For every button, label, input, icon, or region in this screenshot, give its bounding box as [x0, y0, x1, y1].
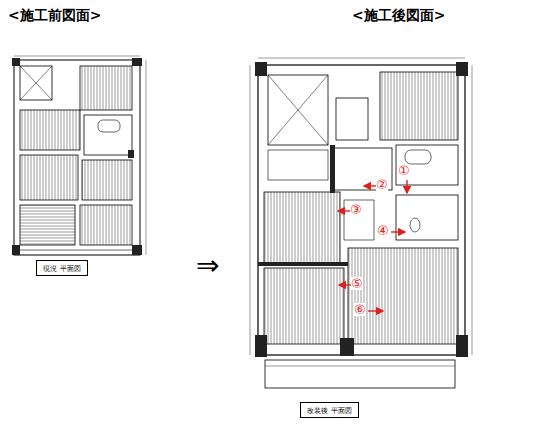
callout-number: ⑥ — [354, 303, 366, 316]
caption-box: 改装後 平面図 — [300, 402, 359, 418]
callout-number: ③ — [350, 203, 362, 216]
callout-number: ④ — [377, 224, 389, 237]
caption-text: 改装後 平面図 — [301, 406, 358, 416]
arrow-symbol: ⇒ — [196, 252, 219, 280]
callout-number: ② — [376, 178, 388, 191]
heading: <施工前図面> — [8, 8, 101, 22]
callout-number: ① — [398, 164, 410, 177]
caption-box: 現況 平面図 — [36, 260, 88, 276]
caption-text: 現況 平面図 — [37, 264, 87, 274]
heading: <施工後図面> — [352, 8, 445, 22]
callout-number: ⑤ — [351, 277, 363, 290]
callout-arrow — [338, 180, 407, 311]
